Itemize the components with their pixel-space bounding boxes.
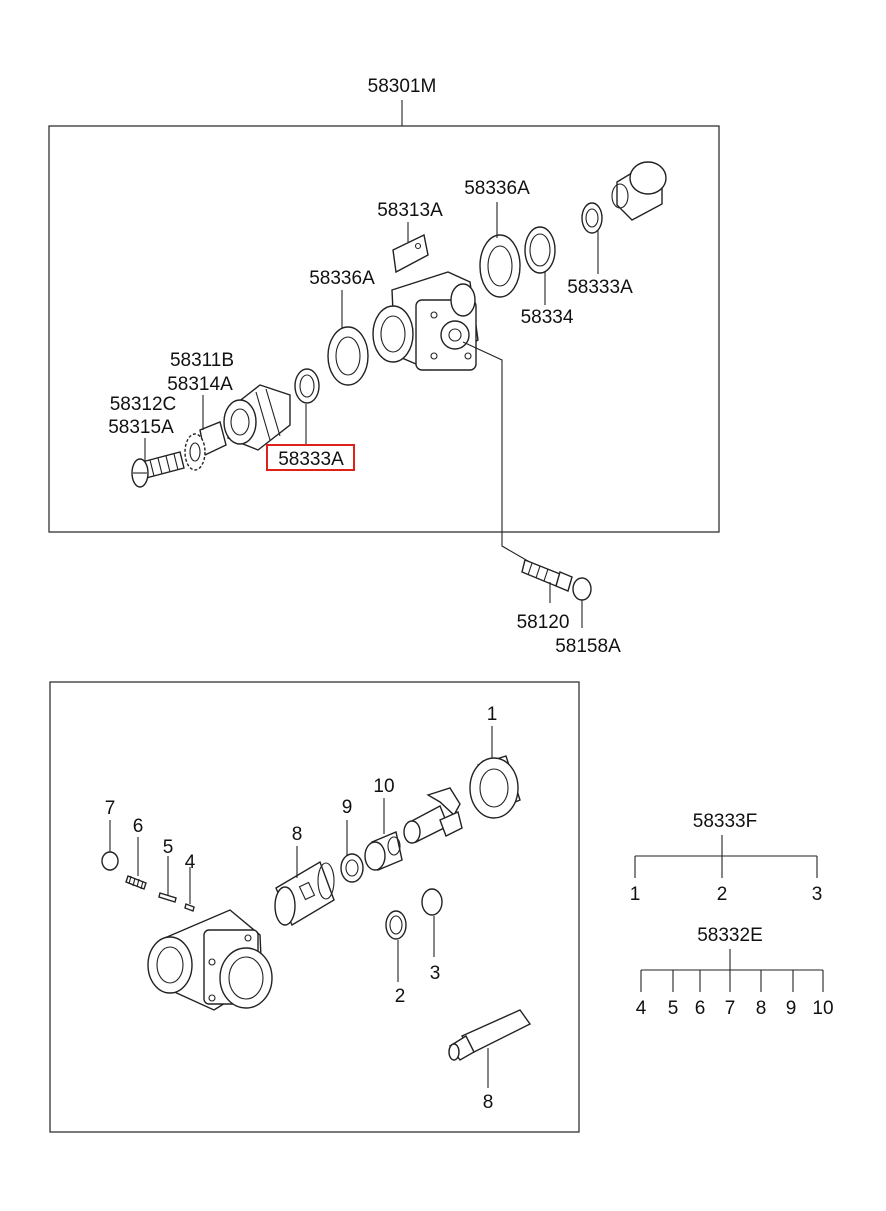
callout-10[interactable]: 10 [373, 776, 394, 797]
kit1-item-1: 1 [630, 884, 641, 905]
kit-tree-58333F: 58333F 1 2 3 [630, 811, 823, 905]
label-58120[interactable]: 58120 [517, 612, 570, 633]
label-58315A[interactable]: 58315A [108, 417, 174, 438]
kit-frame [49, 681, 580, 1133]
kit1-item-3: 3 [812, 884, 823, 905]
kit-code-58332E[interactable]: 58332E [697, 925, 763, 946]
kit-cylinder-body[interactable] [147, 909, 273, 1011]
label-58313A[interactable]: 58313A [377, 200, 443, 221]
kit-part-3[interactable] [421, 888, 443, 916]
callout-8-top[interactable]: 8 [292, 824, 303, 845]
bleeder-screw-58120[interactable] [521, 559, 573, 592]
kit-part-4[interactable] [184, 903, 195, 912]
callout-4[interactable]: 4 [185, 852, 196, 873]
callout-3[interactable]: 3 [430, 963, 441, 984]
callout-5[interactable]: 5 [163, 837, 174, 858]
kit-part-2[interactable] [385, 910, 407, 940]
selected-part-highlight [266, 444, 355, 471]
assembly-frame [48, 125, 720, 533]
star-wheel[interactable] [184, 433, 206, 471]
kit-part-6[interactable] [125, 875, 147, 890]
label-58333A-right[interactable]: 58333A [567, 277, 633, 298]
kit-part-1[interactable] [469, 755, 521, 819]
piston-right[interactable] [611, 161, 667, 221]
kit-piston[interactable] [403, 787, 463, 844]
callout-2[interactable]: 2 [395, 986, 406, 1007]
bleeder-leader [462, 341, 541, 569]
callout-6[interactable]: 6 [133, 816, 144, 837]
kit-tree-58332E: 58332E 4 5 6 7 8 9 10 [636, 925, 834, 1019]
callout-7[interactable]: 7 [105, 798, 116, 819]
label-58158A[interactable]: 58158A [555, 636, 621, 657]
kit2-item-9: 9 [786, 998, 797, 1019]
kit2-item-5: 5 [668, 998, 679, 1019]
label-58336A-left[interactable]: 58336A [309, 268, 375, 289]
kit1-item-2: 2 [717, 884, 728, 905]
cup-58333A-selected[interactable] [294, 368, 320, 404]
seal-58334[interactable] [524, 226, 556, 274]
assembly-title: 58301M [368, 76, 437, 97]
label-58311B[interactable]: 58311B [170, 350, 234, 371]
kit2-item-4: 4 [636, 998, 647, 1019]
cup-58333A-right[interactable] [581, 202, 603, 234]
kit2-item-6: 6 [695, 998, 706, 1019]
kit-part-10[interactable] [364, 831, 403, 871]
callout-8-bottom[interactable]: 8 [483, 1092, 494, 1113]
kit-part-5[interactable] [158, 892, 177, 903]
boot-58336A-left[interactable] [327, 326, 369, 386]
adjusting-screw[interactable] [131, 451, 185, 488]
kit2-item-7: 7 [725, 998, 736, 1019]
kit2-item-8: 8 [756, 998, 767, 1019]
kit-part-8-sleeve[interactable] [274, 860, 335, 927]
bleeder-cap-58158A[interactable] [572, 577, 592, 601]
label-58333A-selected[interactable]: 58333A [278, 449, 344, 470]
callout-1[interactable]: 1 [487, 704, 498, 725]
wheel-cylinder-body[interactable] [372, 271, 479, 371]
label-58334[interactable]: 58334 [521, 307, 574, 328]
plate-58313A[interactable] [392, 233, 429, 274]
boot-58336A-right[interactable] [479, 234, 521, 298]
kit2-item-10: 10 [812, 998, 833, 1019]
label-58336A-top[interactable]: 58336A [464, 178, 530, 199]
kit-code-58333F[interactable]: 58333F [693, 811, 757, 832]
label-58314A[interactable]: 58314A [167, 374, 233, 395]
kit-part-8-grease[interactable] [448, 1009, 532, 1061]
kit-part-9[interactable] [340, 853, 364, 883]
piston-left[interactable] [223, 384, 291, 451]
callout-9[interactable]: 9 [342, 797, 353, 818]
kit-part-7[interactable] [101, 851, 119, 871]
label-58312C[interactable]: 58312C [110, 394, 177, 415]
